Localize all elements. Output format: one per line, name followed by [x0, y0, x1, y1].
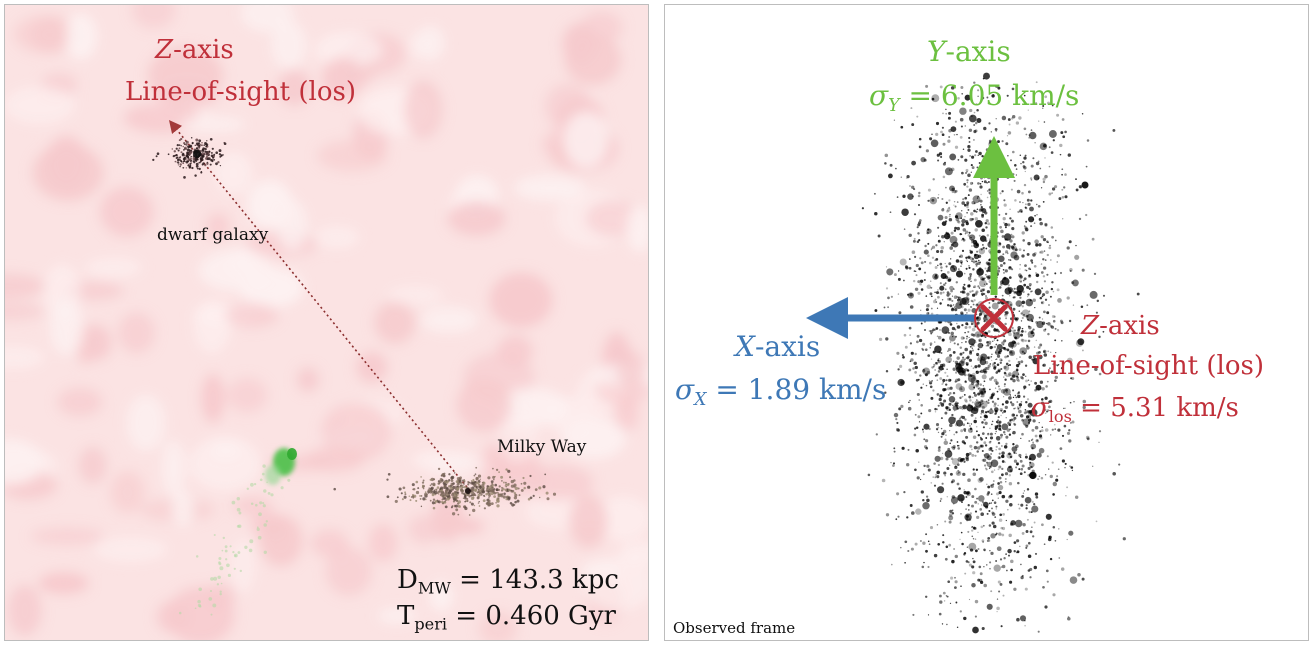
left-z-axis-label: Z-axis: [155, 35, 234, 65]
right-z-axis-label: Z-axis: [1081, 311, 1160, 341]
background-density-texture: [5, 5, 648, 640]
observed-frame-caption: Observed frame: [673, 619, 796, 637]
z-axis-into-page-icon: [974, 298, 1014, 338]
dwarf-galaxy-particles: [152, 136, 227, 179]
milky-way-label: Milky Way: [497, 437, 587, 457]
milky-way-particles: [333, 466, 557, 516]
simulation-canvas: [5, 5, 648, 640]
distance-readout: DMW = 143.3 kpc: [397, 565, 619, 598]
sigma-y-label: σY = 6.05 km/s: [869, 79, 1080, 117]
line-of-sight-arrow: [168, 120, 471, 492]
dwarf-galaxy-label: dwarf galaxy: [157, 225, 269, 245]
y-axis-label: Y-axis: [927, 35, 1011, 68]
sigma-los-label: σlos = 5.31 km/s: [1031, 393, 1239, 426]
observed-frame-panel: Y-axis σY = 6.05 km/s X-axis σX = 1.89 k…: [664, 4, 1309, 641]
sigma-x-label: σX = 1.89 km/s: [675, 373, 887, 411]
left-los-label: Line-of-sight (los): [125, 77, 356, 107]
x-axis-label: X-axis: [735, 330, 821, 363]
pericenter-time-readout: Tperi = 0.460 Gyr: [397, 601, 616, 634]
simulation-panel: Z-axis Line-of-sight (los) dwarf galaxy …: [4, 4, 649, 641]
right-los-label: Line-of-sight (los): [1033, 351, 1264, 381]
observed-frame-canvas: [806, 72, 1140, 634]
green-tidal-stream: [178, 448, 297, 616]
